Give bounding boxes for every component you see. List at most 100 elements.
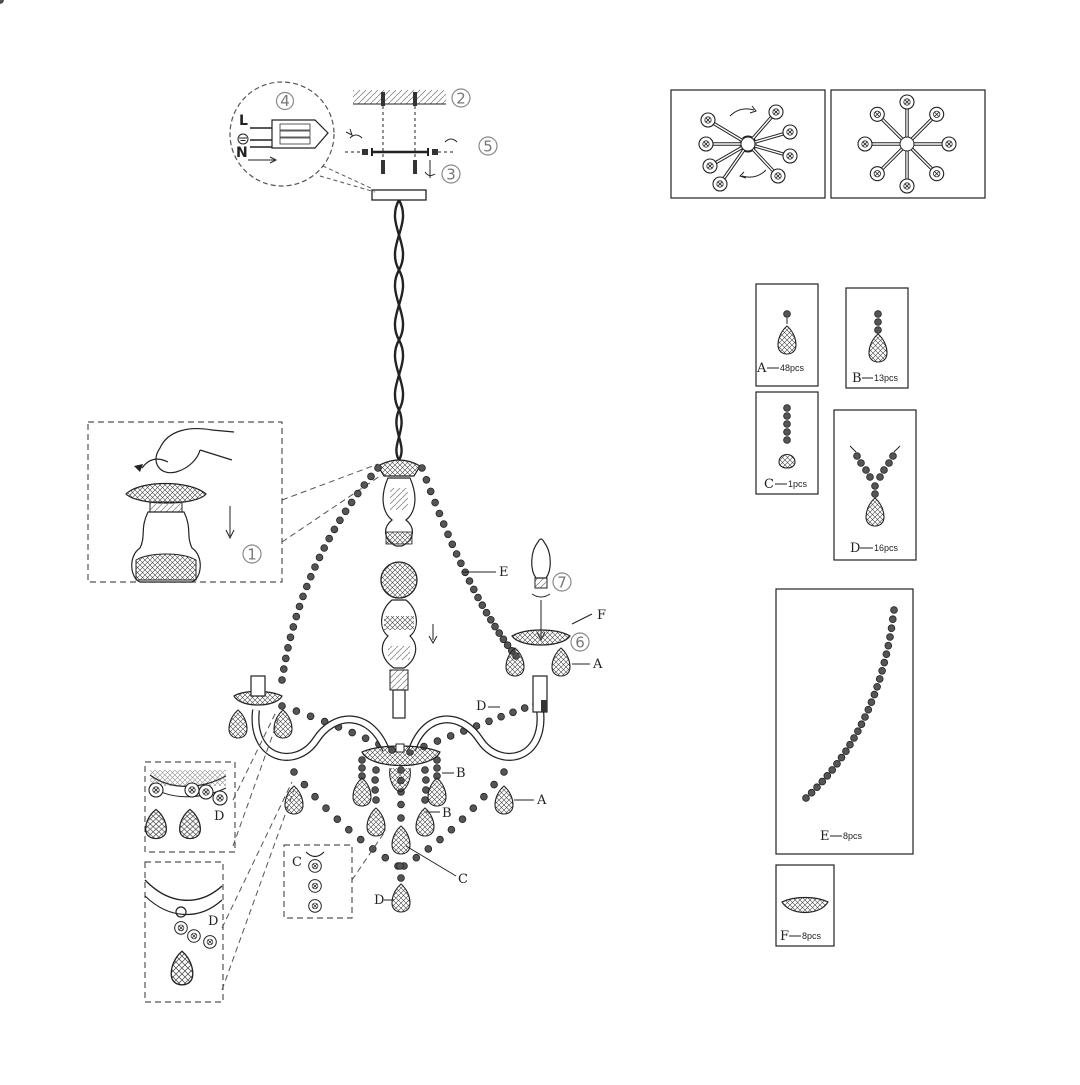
chain-bead xyxy=(890,606,898,614)
ceiling-mount-detail: 2 3 5 xyxy=(345,88,498,201)
chain-bead xyxy=(397,814,405,822)
arm-socket-icon xyxy=(857,136,873,152)
chain-bead xyxy=(0,0,4,4)
chain-bead xyxy=(278,676,286,684)
chain-bead xyxy=(486,615,495,624)
chain-bead xyxy=(490,780,498,789)
chandelier-arms xyxy=(233,675,548,793)
ceiling-surface xyxy=(353,90,446,104)
chain-bead xyxy=(480,792,488,801)
chain-bead xyxy=(469,585,478,594)
part-b-card: B 13pcs xyxy=(845,287,909,389)
part-e-card: E 8pcs xyxy=(775,588,914,855)
chain-bead xyxy=(439,520,448,528)
chain-bead xyxy=(478,601,487,610)
arm-layout-before xyxy=(670,89,826,199)
chain-bead xyxy=(356,835,365,844)
chain-bead xyxy=(884,641,893,650)
chain-bead xyxy=(802,794,810,802)
step-7-label: 7 xyxy=(557,574,567,592)
chain-bead xyxy=(284,643,292,652)
chain-bead xyxy=(482,608,491,617)
chain-bead xyxy=(447,825,456,834)
rotate-arrow-icon xyxy=(729,108,755,117)
mounting-screw-right xyxy=(413,92,417,174)
chain-bead xyxy=(854,727,862,736)
step-5-label: 5 xyxy=(483,138,493,156)
callout-a-top: A xyxy=(592,657,603,672)
chain-bead xyxy=(348,728,357,737)
part-c-qty: 1pcs xyxy=(788,479,808,489)
rotate-arrow-icon xyxy=(531,593,551,598)
detail-box-d-top: D xyxy=(144,711,279,853)
chain-bead xyxy=(495,629,504,637)
chain-bead xyxy=(452,550,461,558)
chain-bead xyxy=(457,559,465,568)
part-d-letter: D xyxy=(850,541,860,556)
chain-bead xyxy=(397,800,405,809)
detail-box-d-bottom: D xyxy=(144,781,295,1003)
chain-bead xyxy=(444,530,452,539)
chain-bead xyxy=(325,534,334,543)
chain-bead xyxy=(509,708,517,717)
chain-bead xyxy=(842,747,850,756)
chain-bead xyxy=(867,698,876,707)
step-1-label: 1 xyxy=(247,546,257,564)
chain-bead xyxy=(371,786,379,794)
neutral-wire-label: N xyxy=(236,145,248,161)
detail-label-c: C xyxy=(292,855,302,870)
part-b-letter: B xyxy=(852,371,862,386)
detail-box-c: C xyxy=(283,829,387,919)
chain-bead xyxy=(833,759,841,768)
chain-bead xyxy=(474,593,482,602)
chain-bead xyxy=(381,853,390,862)
chain-bead xyxy=(306,572,315,581)
step-1-detail: 1 xyxy=(87,421,381,583)
callout-c: C xyxy=(458,872,468,887)
callout-f: F xyxy=(597,608,606,623)
part-c-letter: C xyxy=(764,477,774,492)
chain-bead xyxy=(499,635,508,644)
chain-bead xyxy=(870,690,879,699)
chain-bead xyxy=(887,624,896,633)
part-a-qty: 48pcs xyxy=(780,363,805,373)
chain-bead xyxy=(864,705,873,714)
chain-bead xyxy=(433,764,441,772)
step-7-marker: 7 xyxy=(552,572,572,592)
chain-bead xyxy=(322,804,330,813)
chain-bead xyxy=(873,682,881,691)
chain-bead xyxy=(846,740,854,749)
chain-bead xyxy=(300,780,309,789)
chain-bead xyxy=(422,475,431,484)
step-6-label: 6 xyxy=(575,634,585,652)
chain-bead xyxy=(412,853,421,862)
chain-bead xyxy=(875,675,884,683)
drop-crystal xyxy=(551,647,571,677)
arm-socket-icon xyxy=(869,106,885,122)
part-b-qty: 13pcs xyxy=(874,373,899,383)
chain-bead xyxy=(807,788,816,797)
chain-bead xyxy=(880,658,889,667)
chain-bead xyxy=(500,768,508,776)
chain-bead xyxy=(418,464,426,472)
arm-socket-icon xyxy=(929,106,945,122)
chain-bead xyxy=(372,796,380,804)
arm-socket-icon xyxy=(770,168,786,184)
callout-b-upper: B xyxy=(456,766,466,781)
chain-bead xyxy=(299,592,307,601)
chain-bead xyxy=(336,516,344,525)
bobeche-f xyxy=(511,629,571,646)
chain-bead xyxy=(491,622,499,631)
frame-drops xyxy=(228,709,514,913)
step-4-label: 4 xyxy=(280,92,290,110)
chain-bead xyxy=(302,582,311,591)
chain-bead xyxy=(278,702,286,710)
chain-bead xyxy=(360,481,369,489)
mounting-screw-left xyxy=(381,92,385,174)
chain-bead xyxy=(878,666,886,675)
arm-socket-icon xyxy=(700,112,716,128)
chain-bead xyxy=(341,507,350,516)
ceiling-canopy xyxy=(371,189,427,201)
